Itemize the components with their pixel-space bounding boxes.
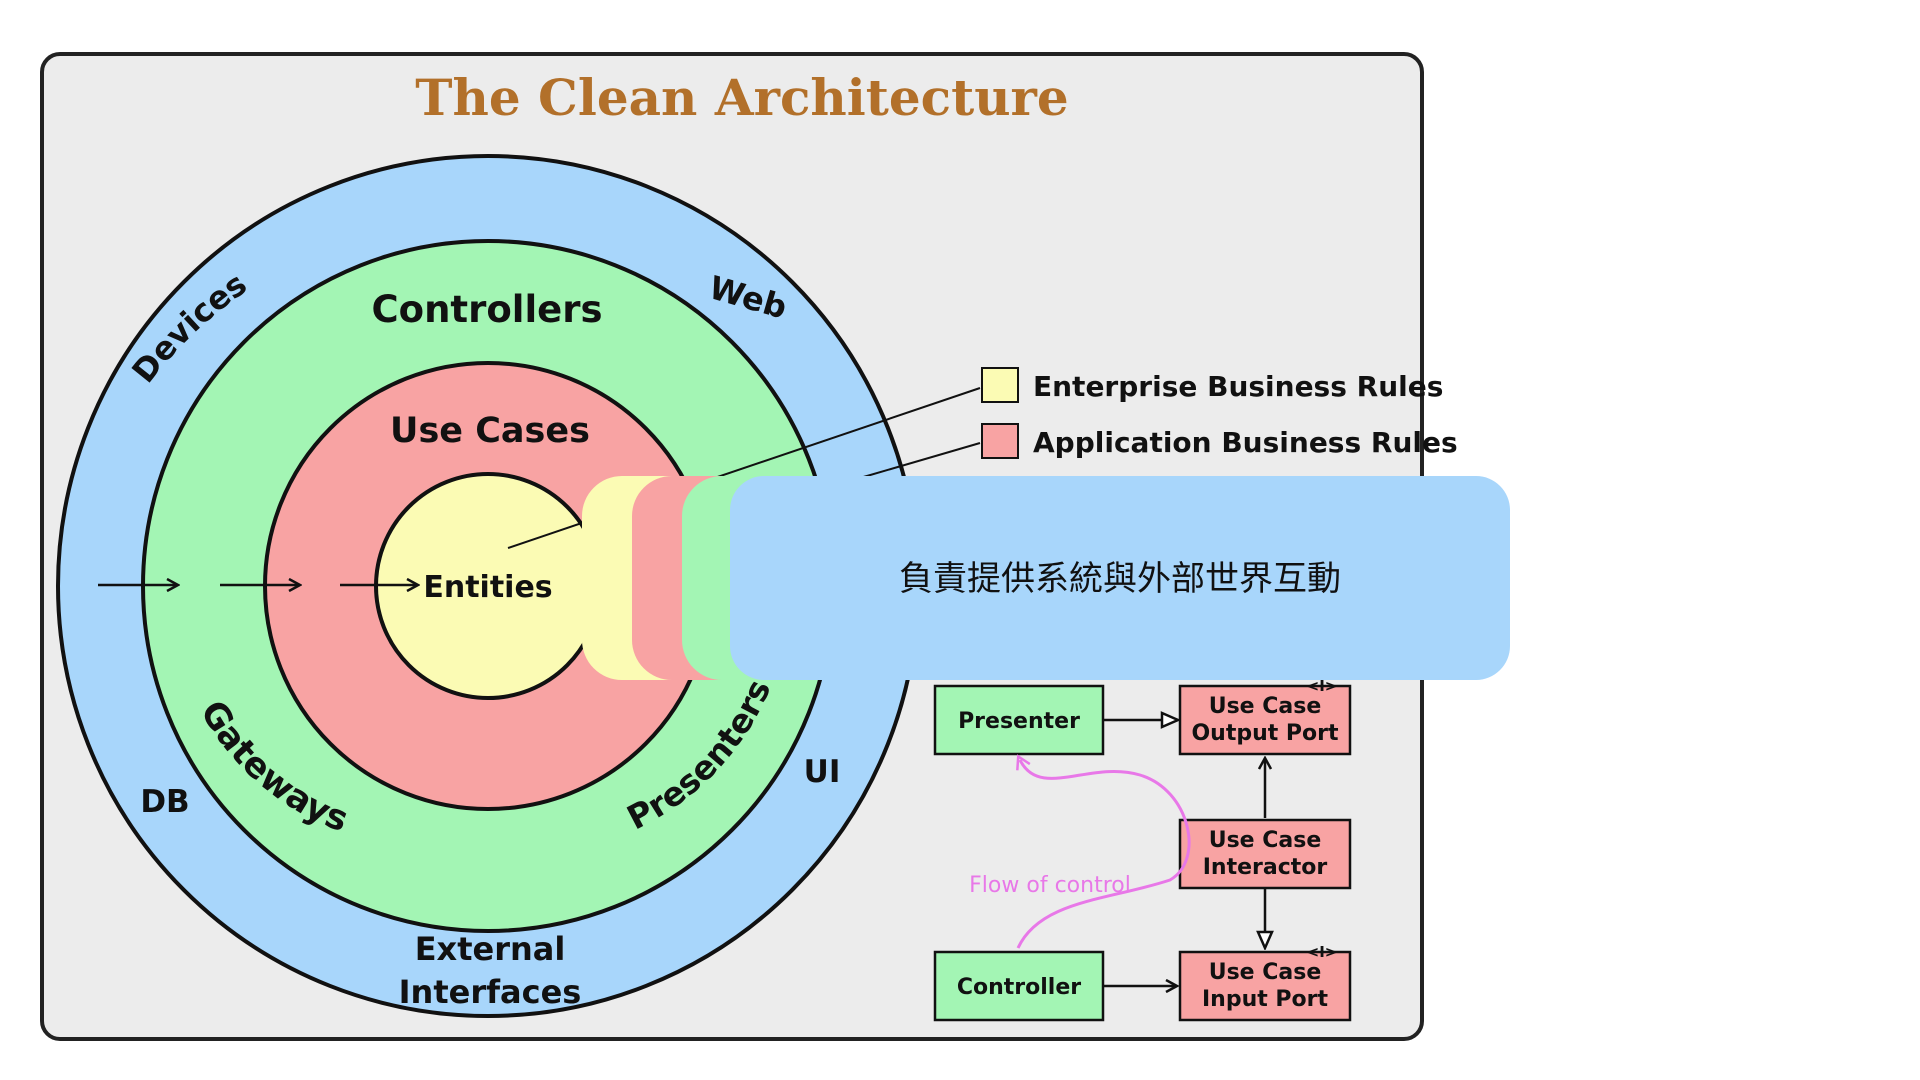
input-port-box xyxy=(1178,950,1352,1022)
diagram-title: The Clean Architecture xyxy=(415,68,1068,127)
input-port-label-1: Use Case xyxy=(1209,960,1322,985)
label-controllers: Controllers xyxy=(372,288,603,331)
legend-swatch-application xyxy=(981,423,1019,459)
input-port-label-2: Input Port xyxy=(1202,987,1329,1012)
output-port-label-1: Use Case xyxy=(1209,694,1322,719)
label-external-2: Interfaces xyxy=(399,973,582,1011)
label-entities: Entities xyxy=(423,570,552,605)
output-port-label-2: Output Port xyxy=(1191,721,1339,746)
label-use-cases: Use Cases xyxy=(390,411,590,451)
legend-leader-application xyxy=(859,442,981,479)
callout-box xyxy=(730,476,1510,680)
presenter-box xyxy=(933,684,1105,756)
presenter-label: Presenter xyxy=(958,709,1080,734)
input-port-interface-mark: <I> xyxy=(1307,943,1338,961)
output-port-box xyxy=(1178,684,1352,756)
callout-text: 負責提供系統與外部世界互動 xyxy=(899,559,1341,599)
legend-label-application: Application Business Rules xyxy=(1033,426,1458,459)
label-external-1: External xyxy=(415,930,566,968)
flow-of-control-label: Flow of control xyxy=(969,873,1131,898)
legend-label-enterprise: Enterprise Business Rules xyxy=(1033,370,1443,403)
controller-box xyxy=(933,950,1105,1022)
interactor-label-1: Use Case xyxy=(1209,828,1322,853)
legend-swatch-enterprise xyxy=(981,367,1019,403)
label-db: DB xyxy=(140,784,189,820)
controller-label: Controller xyxy=(957,975,1081,1000)
label-ui: UI xyxy=(804,754,841,790)
output-port-interface-mark: <I> xyxy=(1307,677,1338,695)
flow-of-control-curve xyxy=(1016,754,1191,949)
interactor-label-2: Interactor xyxy=(1203,855,1328,880)
